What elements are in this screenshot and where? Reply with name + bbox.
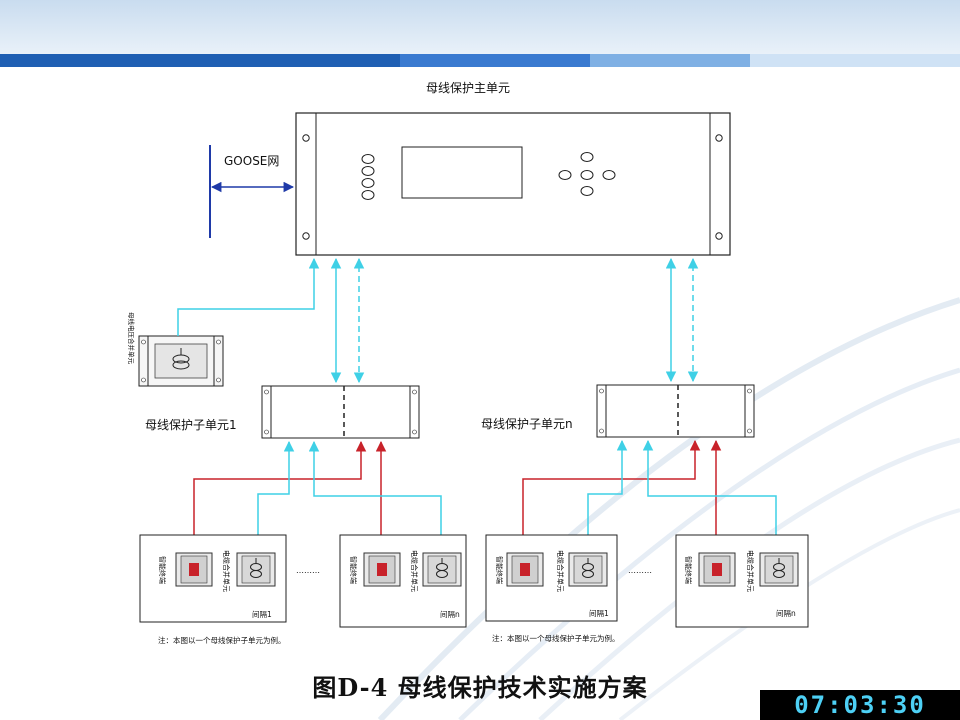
bay-1-terminal-label: 智能终端 [158,556,167,584]
bay-1-right-group [485,534,618,622]
sub-unit-1 [261,385,420,439]
sub-unit-n [596,384,755,438]
bay-n-right-terminal-label: 智能终端 [684,556,693,584]
bay-1-right-mu-label: 电缆合并单元 [556,550,565,592]
bay-1-label: 间隔1 [252,610,272,619]
figure-caption: 图D-4 母线保护技术实施方案 [312,673,648,702]
subn-bayn-sample-link [642,439,777,556]
note-right: 注：本图以一个母线保护子单元为例。 [492,633,620,643]
main-unit [295,112,731,256]
ellipsis-right: ……… [628,566,652,575]
bay-n-right-mu-label: 电缆合并单元 [746,550,755,592]
bay-n-left-group [339,534,467,628]
bay-n-label: 间隔n [440,610,460,619]
bay-1-left-group [139,534,287,623]
function-keys [361,154,375,200]
sub-unit-n-label: 母线保护子单元n [481,417,573,431]
bay-n-mu-label: 电缆合并单元 [410,550,419,592]
main-unit-label: 母线保护主单元 [426,81,510,95]
sub1-bay1-sample-link [257,440,295,556]
bay-n-right-group [675,534,809,628]
merger-unit-label: 母线电压合并单元 [127,312,136,365]
sub-unit-1-label: 母线保护子单元1 [145,418,237,432]
bay-n-right-label: 间隔n [776,609,796,618]
ellipsis-left: ……… [296,566,320,575]
navigation-keys [558,152,616,196]
sub1-bayn-sample-link [308,440,442,556]
bay-1-mu-label: 电缆合并单元 [222,550,231,592]
merger-unit [138,335,224,387]
bay-1-right-terminal-label: 智能终端 [495,556,504,584]
bay-n-terminal-label: 智能终端 [349,556,358,584]
note-left: 注：本图以一个母线保护子单元为例。 [158,635,286,645]
subn-bay1-trip-link [517,439,701,550]
sub1-bay1-trip-link [188,440,367,550]
merger-unit-link [177,257,320,336]
bay-1-right-label: 间隔1 [589,609,609,618]
goose-label: GOOSE网 [224,154,279,168]
clock-display: 07:03:30 [760,690,960,720]
subn-bay1-sample-link [587,439,628,556]
lcd-screen [401,146,523,199]
